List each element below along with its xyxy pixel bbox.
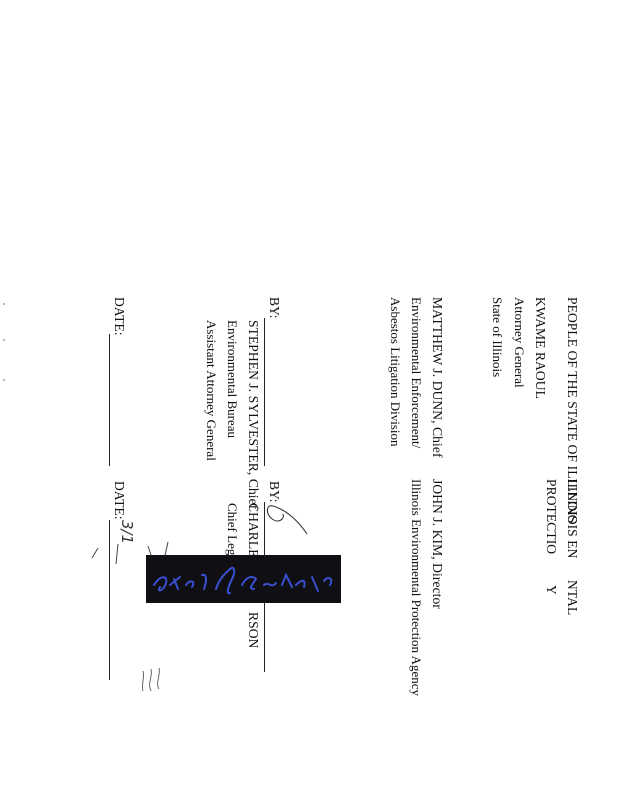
ag-name: KWAME RAOUL [533, 297, 548, 399]
right-signer-name-part2: RSON [246, 612, 261, 649]
left-signer-title: Assistant Attorney General [204, 320, 219, 461]
left-date-label: DATE: [112, 297, 127, 336]
chief-division-line1: Environmental Enforcement/ [409, 297, 424, 449]
left-signature-line [264, 318, 265, 466]
director-name: JOHN J. KIM, Director [430, 479, 445, 609]
left-date-line [109, 334, 110, 466]
left-by-label: BY: [267, 297, 282, 319]
iepa-heading-line2-part1: PROTECTIO [544, 479, 559, 555]
chief-division-line2: Asbestos Litigation Division [388, 297, 403, 447]
scan-noise-fragments [78, 538, 178, 568]
iepa-heading-part2: NTAL [565, 580, 580, 616]
left-signer-name: STEPHEN J. SYLVESTER, Chief [246, 320, 261, 510]
iepa-heading-part1: ILLINOIS EN [565, 479, 580, 559]
left-signer-bureau: Environmental Bureau [225, 320, 240, 439]
director-agency: Illinois Environmental Protection Agency [409, 479, 424, 696]
right-date-label: DATE: [112, 481, 127, 520]
scan-noise-mark [139, 665, 163, 695]
scan-artifact-marks [3, 300, 14, 430]
chief-name: MATTHEW J. DUNN, Chief [430, 297, 445, 458]
ag-title: Attorney General [512, 297, 527, 388]
ag-state: State of Illinois [490, 297, 505, 378]
signature-image-box [146, 555, 341, 603]
handwritten-scribble [258, 500, 313, 540]
iepa-heading-line2-part2: Y [544, 585, 559, 595]
